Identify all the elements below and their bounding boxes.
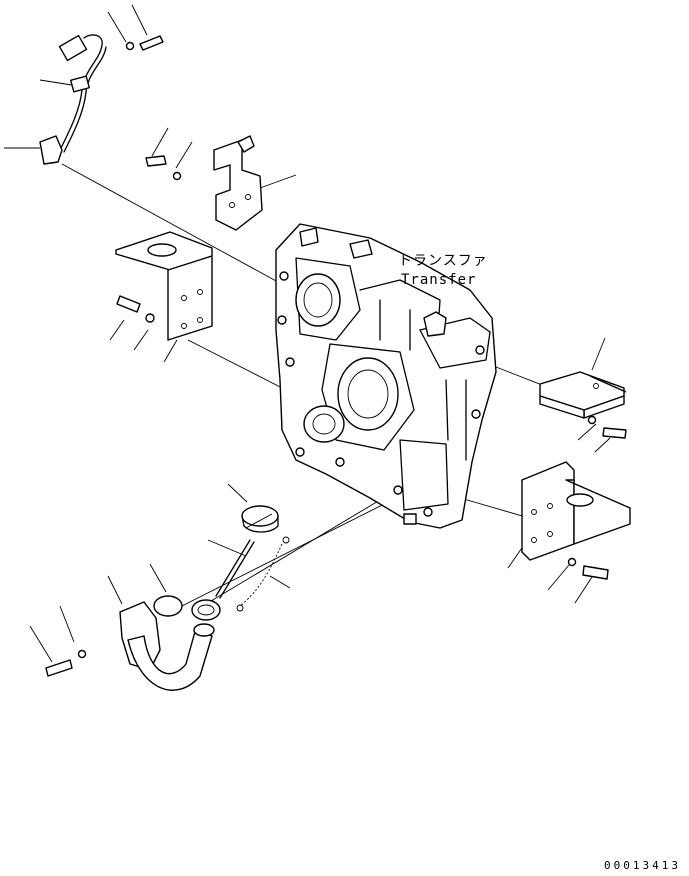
sensor-harness [39, 34, 164, 165]
transfer-case [275, 223, 497, 529]
right-support-bracket [521, 461, 631, 580]
transfer-label-jp: トランスファ [398, 253, 488, 269]
right-l-bracket [539, 371, 627, 439]
filler-pipe-assembly [45, 505, 290, 691]
transfer-label-en: Transfer [401, 272, 476, 288]
upper-bracket [145, 135, 263, 231]
drawing-number: 00013413 [604, 859, 681, 872]
left-support-bracket [115, 231, 213, 341]
callout-leaders [4, 4, 611, 663]
transfer-label: トランスファ Transfer [398, 253, 488, 288]
